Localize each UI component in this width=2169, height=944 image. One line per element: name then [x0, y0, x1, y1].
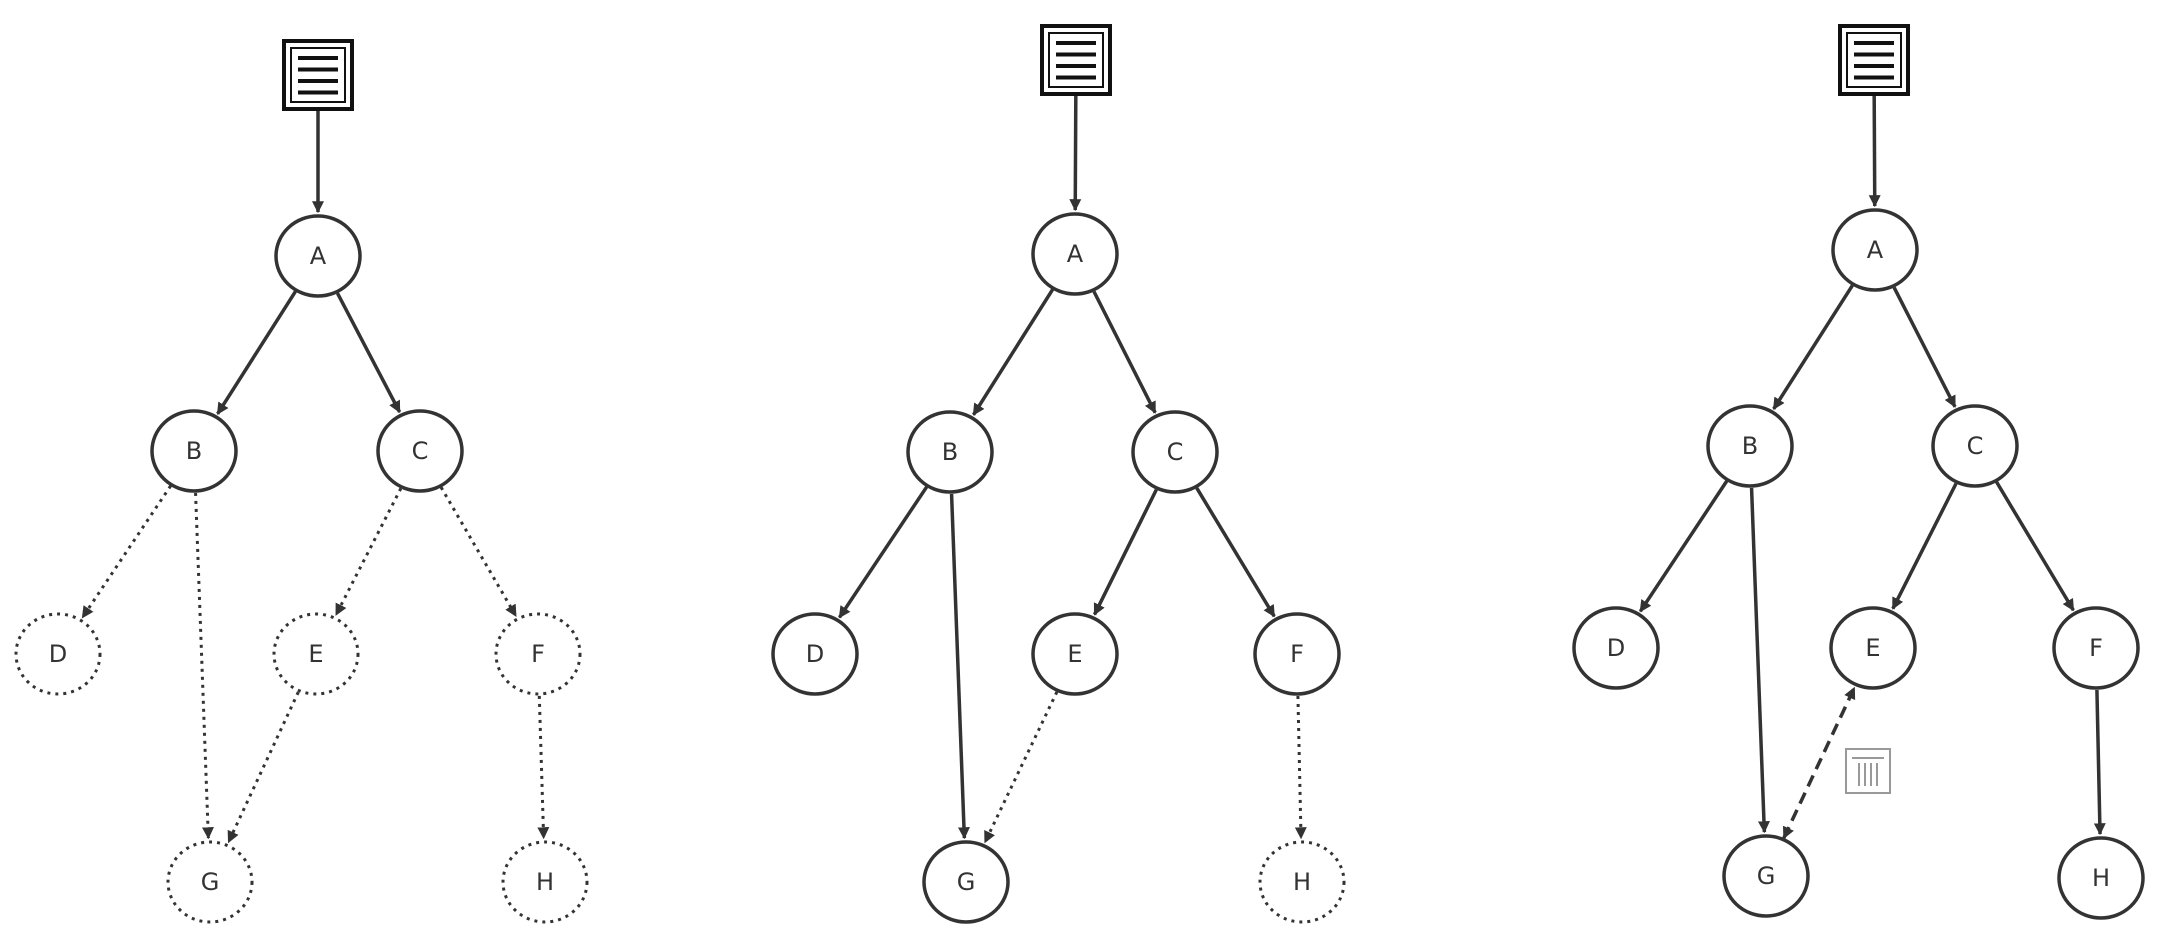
node-label: B	[942, 438, 958, 466]
edge-f-h	[537, 695, 550, 840]
node-c: C	[376, 409, 464, 493]
edge-c-e	[1891, 482, 1958, 610]
edge-a-b	[216, 290, 297, 415]
node-label: H	[2092, 864, 2110, 892]
node-label: D	[49, 640, 67, 668]
node-label: C	[412, 437, 429, 465]
node-h: H	[1258, 840, 1346, 924]
node-label: C	[1967, 432, 1984, 460]
node-label: H	[1293, 868, 1311, 896]
node-g: G	[922, 840, 1010, 924]
edge-b-d	[837, 485, 929, 619]
node-e: E	[272, 612, 360, 696]
node-h: H	[2057, 836, 2145, 920]
document-icon	[282, 39, 354, 111]
edge-b-g	[194, 492, 214, 840]
edge-b-d	[81, 485, 172, 619]
node-label: F	[531, 640, 545, 668]
node-g: G	[1722, 834, 1810, 918]
node-label: G	[957, 868, 976, 896]
node-b: B	[1706, 404, 1794, 488]
node-h: H	[501, 840, 589, 924]
edge-c-e	[1092, 488, 1158, 616]
panel-3: A B C D E F G H	[1572, 24, 2145, 920]
node-label: A	[1067, 240, 1084, 268]
edge-a-b	[1772, 284, 1854, 410]
node-a: A	[274, 214, 362, 298]
node-label: F	[1290, 640, 1304, 668]
panel-2: A B C D E F G H	[771, 24, 1346, 924]
edge-f-h	[1294, 695, 1307, 840]
node-f: F	[2052, 606, 2140, 690]
node-label: B	[1742, 432, 1758, 460]
edge-a-c	[1092, 290, 1157, 414]
node-label: F	[2089, 634, 2103, 662]
node-label: G	[1757, 862, 1776, 890]
node-e: E	[1031, 612, 1119, 696]
node-label: D	[1607, 634, 1625, 662]
edge-e-g	[983, 691, 1059, 844]
document-icon	[1040, 24, 1112, 96]
node-label: E	[308, 640, 323, 668]
node-a: A	[1031, 212, 1119, 296]
edge-f-h	[2093, 689, 2106, 836]
edge-a-c	[1892, 286, 1957, 408]
node-label: B	[186, 437, 202, 465]
node-a: A	[1831, 208, 1919, 292]
node-c: C	[1931, 404, 2019, 488]
node-label: E	[1067, 640, 1082, 668]
edge-root-a	[1868, 95, 1881, 208]
node-label: G	[201, 868, 220, 896]
node-label: C	[1167, 438, 1184, 466]
node-f: F	[1253, 612, 1341, 696]
edge-root-a	[1069, 95, 1082, 212]
edge-c-f	[439, 486, 518, 617]
edge-c-e	[334, 487, 403, 616]
node-f: F	[494, 612, 582, 696]
node-b: B	[150, 409, 238, 493]
node-label: D	[806, 640, 824, 668]
panel-1: A B C D E F G H	[14, 39, 589, 924]
edge-b-g	[1749, 487, 1770, 834]
node-label: A	[1867, 236, 1884, 264]
edge-c-f	[1995, 481, 2075, 612]
node-label: E	[1865, 634, 1880, 662]
edge-g-e	[1782, 686, 1856, 840]
edge-a-b	[972, 288, 1055, 416]
node-b: B	[906, 410, 994, 494]
node-label: A	[310, 242, 327, 270]
edge-b-g	[949, 493, 970, 840]
trash-icon	[1845, 748, 1891, 794]
edge-e-g	[227, 691, 300, 844]
edge-a-c	[335, 292, 402, 414]
node-e: E	[1829, 606, 1917, 690]
document-icon	[1838, 24, 1910, 96]
node-d: D	[14, 612, 102, 696]
node-d: D	[1572, 606, 1660, 690]
edge-c-f	[1195, 487, 1276, 618]
edge-b-d	[1638, 480, 1729, 613]
node-c: C	[1131, 410, 1219, 494]
node-d: D	[771, 612, 859, 696]
node-g: G	[166, 840, 254, 924]
node-label: H	[536, 868, 554, 896]
